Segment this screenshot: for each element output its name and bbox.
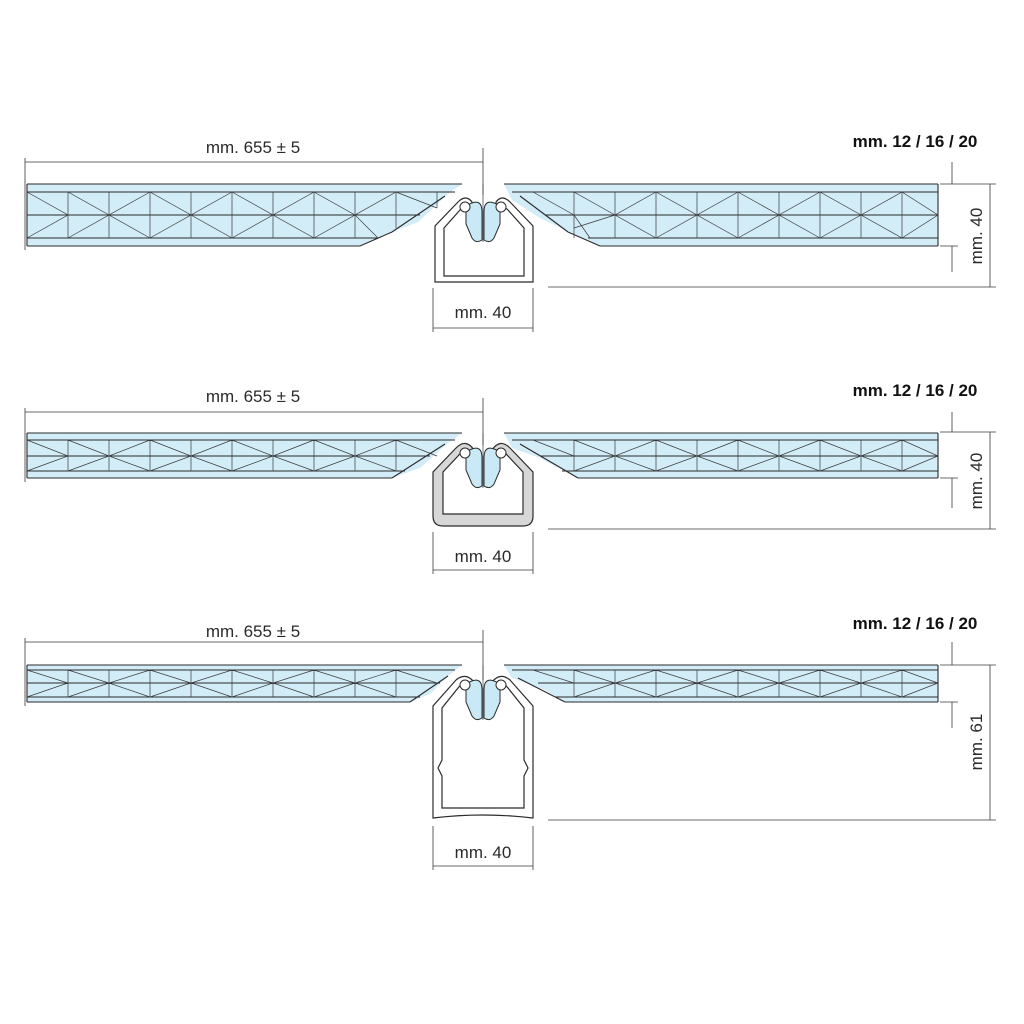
width-dimension-1: mm. 655 ± 5 <box>24 138 484 250</box>
section-diagram-1: mm. 655 ± 5 <box>24 132 996 332</box>
profile-width-label-1: mm. 40 <box>455 303 512 322</box>
left-panel-3 <box>26 664 462 703</box>
left-panel-1 <box>26 183 462 247</box>
profile-width-label-3: mm. 40 <box>455 843 512 862</box>
profile-width-dimension-1: mm. 40 <box>432 288 534 332</box>
right-panel-1 <box>504 183 939 247</box>
height-dimension-1: mm. 12 / 16 / 20 mm. 40 <box>548 132 996 288</box>
section-diagram-2: mm. 655 ± 5 mm. 4 <box>24 381 996 574</box>
right-panel-2 <box>504 432 939 479</box>
profile-height-label-3: mm. 61 <box>967 714 986 771</box>
thickness-label-1: mm. 12 / 16 / 20 <box>853 132 978 151</box>
connector-profile-3 <box>432 665 534 819</box>
width-dimension-2: mm. 655 ± 5 <box>24 387 484 482</box>
thickness-label-2: mm. 12 / 16 / 20 <box>853 381 978 400</box>
profile-height-label-1: mm. 40 <box>967 208 986 265</box>
left-panel-2 <box>26 432 462 479</box>
section-diagram-3: mm. 655 ± 5 mm. 4 <box>24 614 996 870</box>
width-label-3: mm. 655 ± 5 <box>206 622 300 641</box>
height-dimension-3: mm. 12 / 16 / 20 mm. 61 <box>548 614 996 821</box>
profile-width-dimension-2: mm. 40 <box>432 532 534 574</box>
connector-profile-1 <box>434 184 534 283</box>
width-label-1: mm. 655 ± 5 <box>206 138 300 157</box>
width-label-2: mm. 655 ± 5 <box>206 387 300 406</box>
connector-profile-2 <box>432 433 534 527</box>
right-panel-3 <box>504 664 939 703</box>
profile-width-dimension-3: mm. 40 <box>432 826 534 870</box>
thickness-label-3: mm. 12 / 16 / 20 <box>853 614 978 633</box>
profile-height-label-2: mm. 40 <box>967 453 986 510</box>
height-dimension-2: mm. 12 / 16 / 20 mm. 40 <box>548 381 996 530</box>
profile-width-label-2: mm. 40 <box>455 547 512 566</box>
